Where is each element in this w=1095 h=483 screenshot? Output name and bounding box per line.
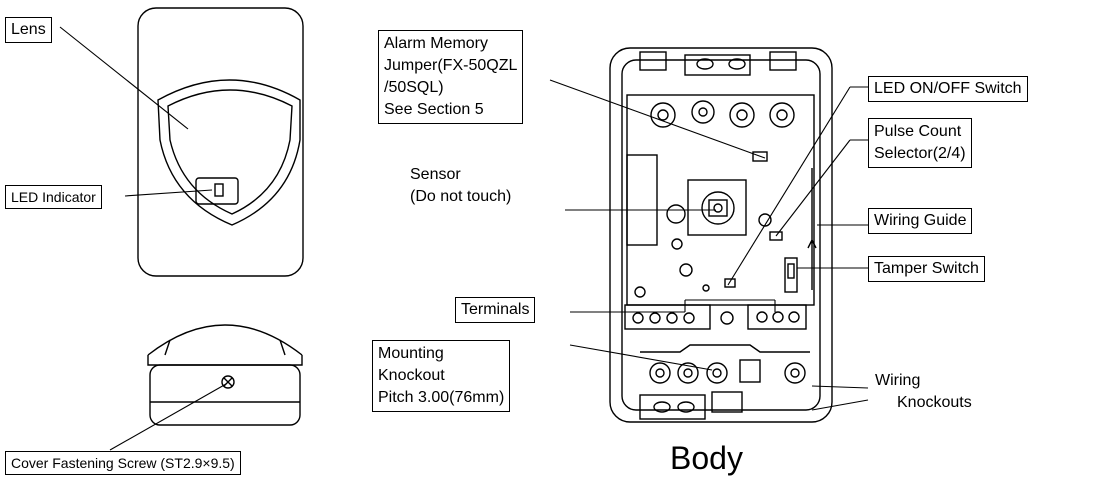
sensor-line-1: Sensor [410,166,461,183]
mounting-line-1: Mounting [378,345,444,362]
cover-screw-icon [221,375,235,389]
wiring-guide-label: Wiring Guide [868,208,973,234]
pulse-count-jumper [769,231,783,241]
alarm-memory-line-1: Alarm Memory [384,35,489,52]
lens-label: Lens [5,17,52,43]
lens-outline [157,79,301,226]
body-title: Body [670,440,743,476]
led-switch-label: LED ON/OFF Switch [868,76,1028,102]
wiring-knockouts-line-2: Knockouts [897,394,972,411]
body-drawing [609,47,833,423]
terminals-label: Terminals [455,297,536,323]
mounting-line-3: Pitch 3.00(76mm) [378,389,505,406]
side-view-drawing [147,324,303,426]
pulse-count-label: Pulse Count Selector(2/4) [868,118,972,168]
cover-screw-label: Cover Fastening Screw (ST2.9×9.5) [5,451,241,475]
alarm-memory-line-3: /50SQL) [384,79,444,96]
led-switch [724,278,736,288]
sensor-line-2: (Do not touch) [410,188,512,205]
alarm-memory-jumper [752,151,768,162]
mounting-knockout-label: Mounting Knockout Pitch 3.00(76mm) [372,340,511,412]
pulse-count-line-2: Selector(2/4) [874,145,966,162]
tamper-switch-label: Tamper Switch [868,256,985,282]
pulse-count-line-1: Pulse Count [874,123,962,140]
mounting-line-2: Knockout [378,367,445,384]
sensor-label: Sensor (Do not touch) [410,164,511,208]
leader-lines [59,26,869,451]
terminal-block-left [624,304,711,330]
sensor-block [687,179,747,236]
led-indicator-label: LED Indicator [5,185,102,209]
alarm-memory-line-4: See Section 5 [384,101,484,118]
terminal-block-right [747,304,807,330]
alarm-memory-line-2: Jumper(FX-50QZL [384,57,518,74]
wiring-knockouts-line-1: Wiring [875,372,921,389]
front-cover-drawing [137,7,304,277]
tamper-switch [784,257,798,293]
wiring-knockouts-label: Wiring Knockouts [875,370,972,414]
alarm-memory-jumper-label: Alarm Memory Jumper(FX-50QZL /50SQL) See… [378,30,524,124]
